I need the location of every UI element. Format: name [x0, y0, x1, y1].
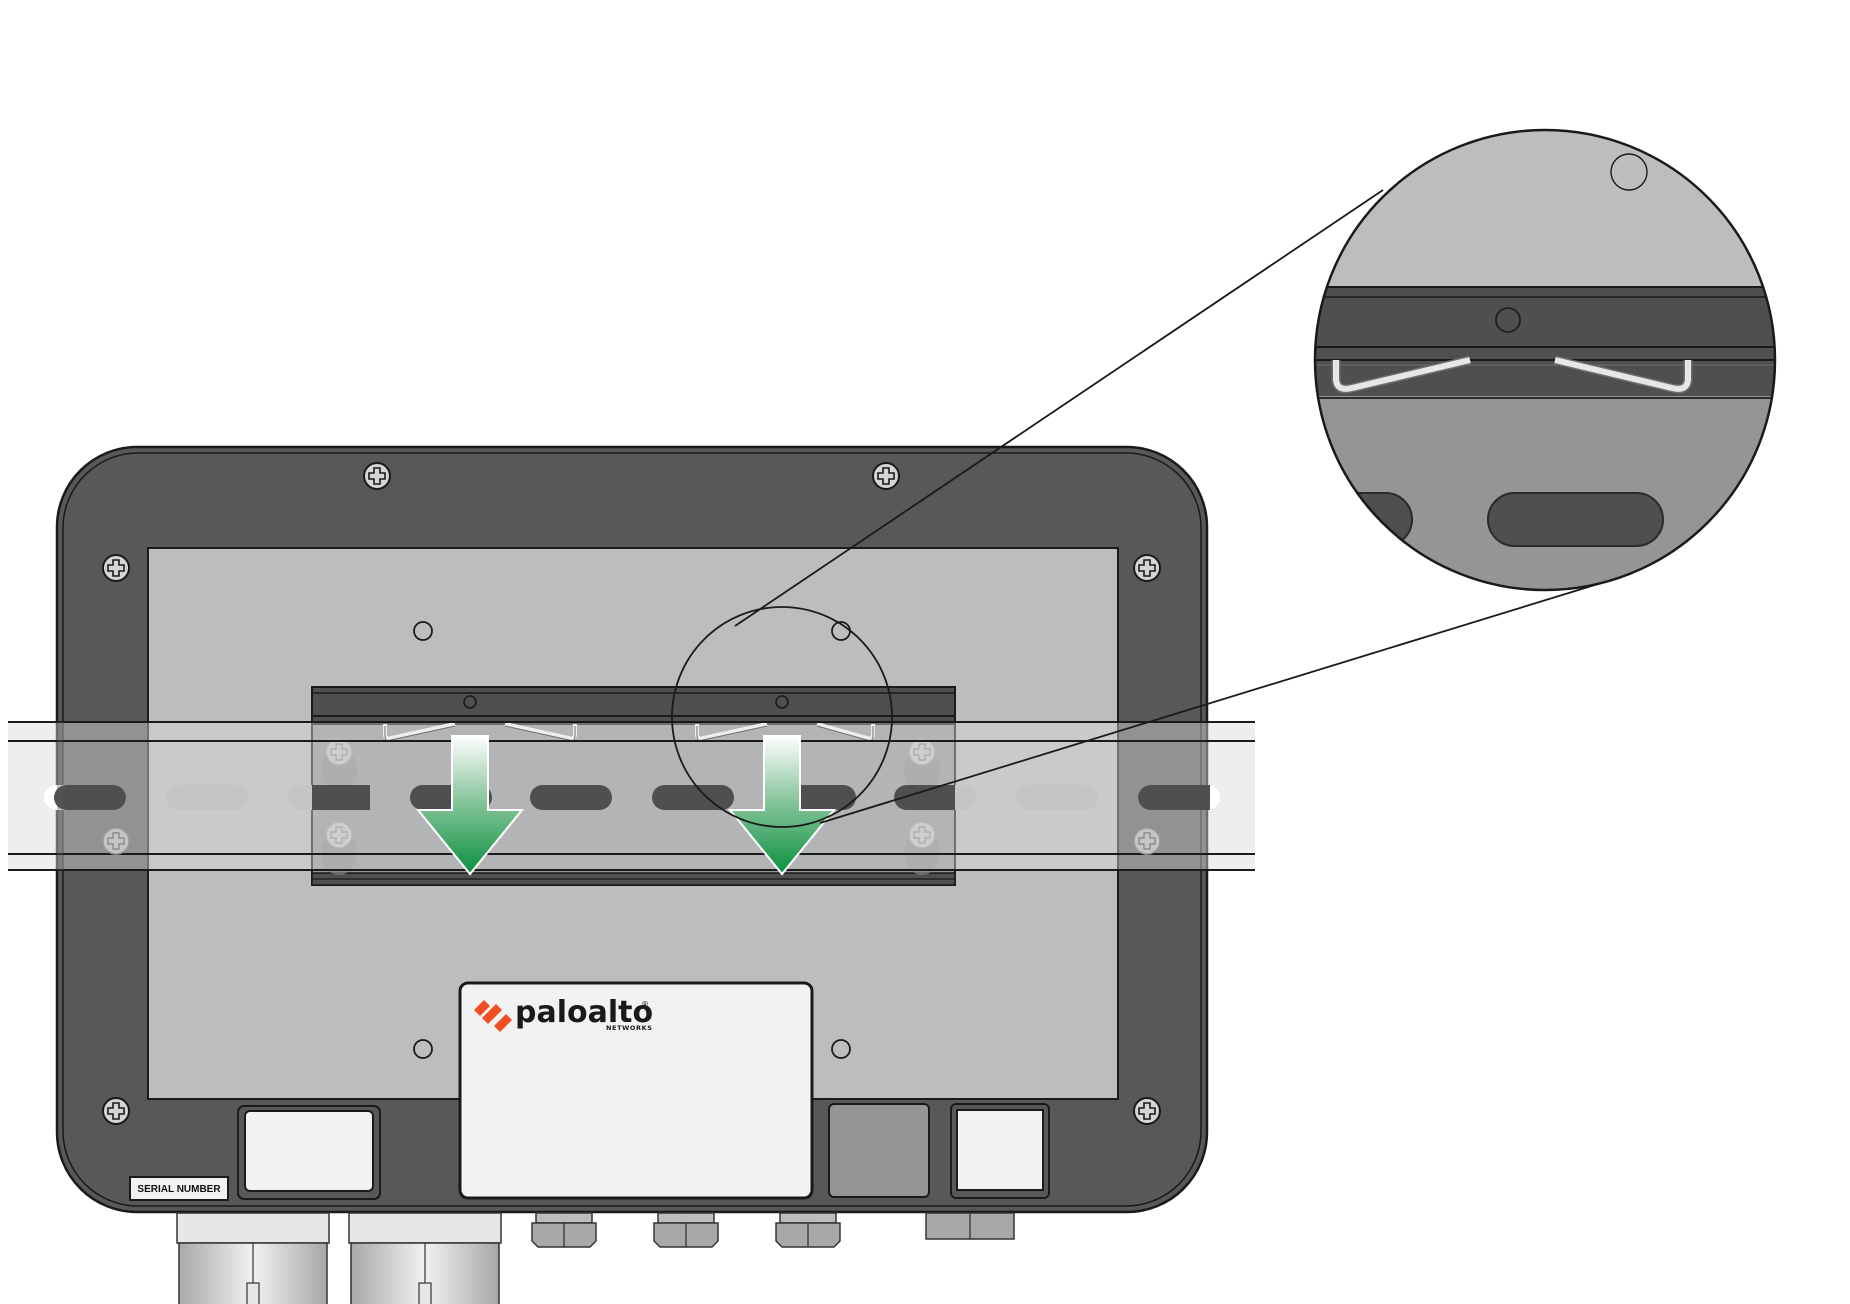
rail-slot [166, 785, 248, 810]
logo-subtitle: NETWORKS [606, 1024, 653, 1032]
port-cover-right [950, 1103, 1050, 1199]
rail-slot [54, 785, 126, 810]
callout-leader-lines [734, 189, 1599, 824]
antenna-connector [348, 1212, 502, 1304]
port-cover-left [237, 1105, 381, 1200]
antenna-connector [176, 1212, 330, 1304]
detail-callout-source-circle [671, 606, 893, 828]
serial-number-text: SERIAL NUMBER [137, 1184, 221, 1195]
cable-gland [653, 1212, 719, 1248]
logo-brand-text: paloalto [515, 995, 653, 1030]
paloalto-logo-icon [474, 1000, 512, 1032]
cable-gland [531, 1212, 597, 1248]
push-down-arrow-icon [415, 735, 525, 876]
screw-icon [102, 1097, 130, 1125]
rail-slot [530, 785, 612, 810]
rail-slot [652, 785, 734, 810]
magnified-clip-detail [1313, 128, 1777, 592]
push-down-arrow-icon [727, 735, 837, 876]
logo-registered-mark: ® [641, 1000, 649, 1009]
serial-number-label: SERIAL NUMBER [129, 1176, 229, 1201]
screw-icon [1133, 554, 1161, 582]
mount-hole [413, 1039, 433, 1059]
mount-hole [413, 621, 433, 641]
logo-label: paloalto ® NETWORKS [458, 981, 814, 1200]
port-cover-gray [828, 1103, 930, 1198]
screw-icon [102, 554, 130, 582]
screw-icon [1133, 1097, 1161, 1125]
mount-hole [831, 1039, 851, 1059]
cable-gland [775, 1212, 841, 1248]
din-rail [8, 721, 1255, 871]
screw-icon [363, 462, 391, 490]
rail-slot [1016, 785, 1098, 810]
power-connector [925, 1212, 1015, 1240]
screw-icon [872, 462, 900, 490]
